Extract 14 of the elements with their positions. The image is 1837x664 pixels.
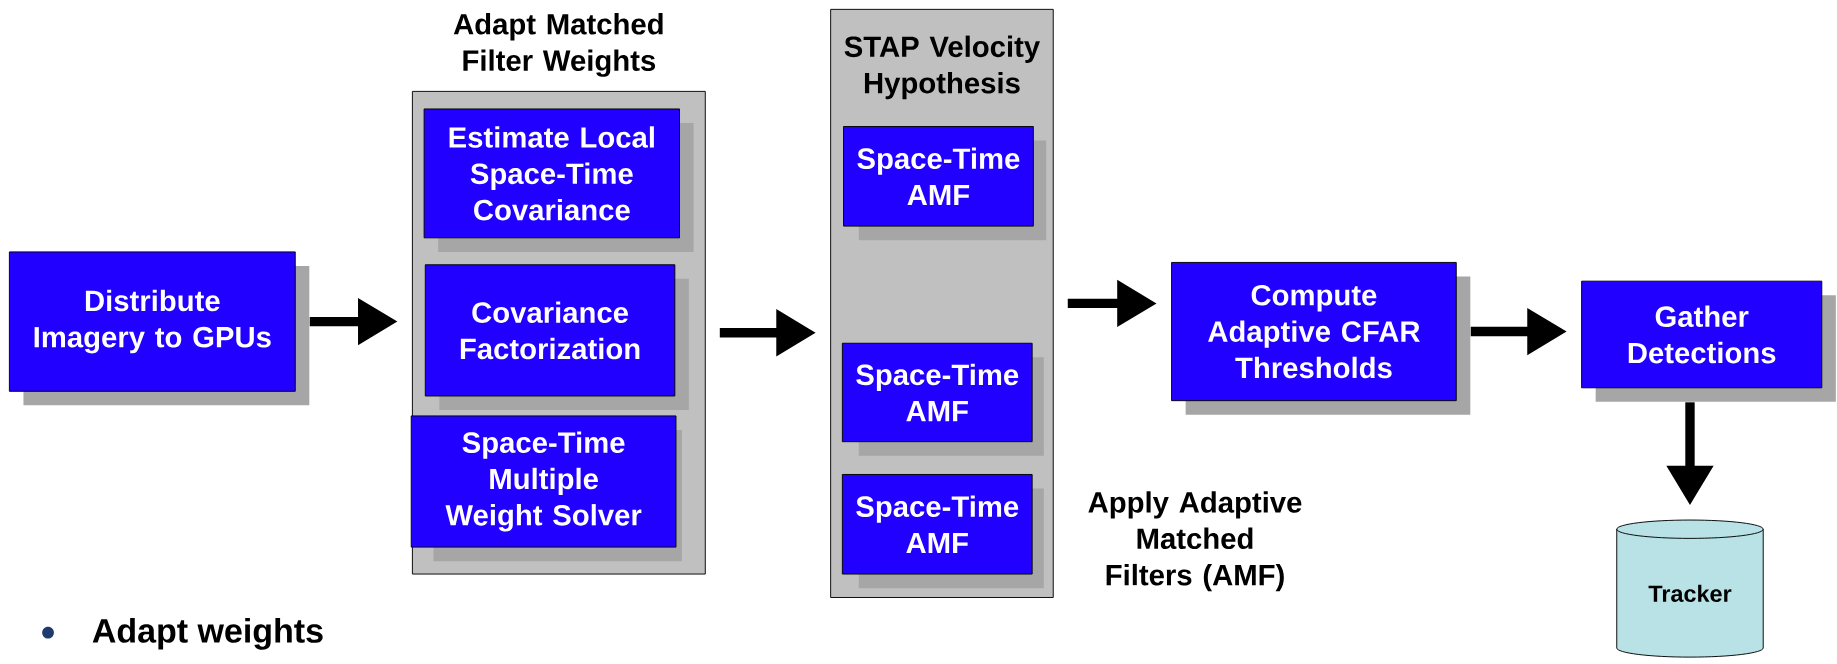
process-box: Estimate Local Space-Time Covariance	[423, 108, 694, 252]
process-box: Space-Time AMF	[841, 342, 1044, 456]
panel-heading: Adapt Matched Filter Weights	[453, 12, 663, 77]
process-box: Space-Time AMF	[843, 125, 1047, 241]
process-box: Compute Adaptive CFAR Thresholds	[1171, 261, 1471, 415]
process-box: Space-Time Multiple Weight Solver	[410, 415, 682, 562]
process-box: Space-Time AMF	[841, 473, 1044, 588]
process-box: Gather Detections	[1581, 280, 1836, 402]
process-box: Distribute Imagery to GPUs	[8, 251, 310, 406]
database-cylinder: Tracker	[1616, 519, 1764, 658]
bullet-text: Adapt weights	[92, 617, 323, 650]
caption-text: Apply Adaptive Matched Filters (AMF)	[1088, 491, 1302, 592]
process-box: Covariance Factorization	[424, 264, 689, 410]
panel-heading: STAP Velocity Hypothesis	[844, 35, 1040, 100]
